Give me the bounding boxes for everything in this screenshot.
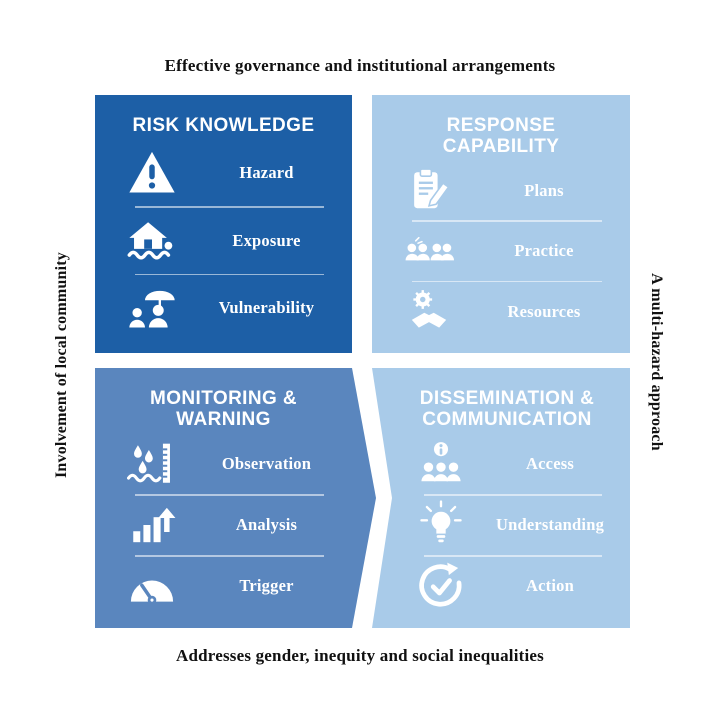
quadrant-items: Access Understanding Action bbox=[398, 435, 616, 616]
list-item: Trigger bbox=[109, 557, 338, 616]
bar-chart-arrow-icon bbox=[109, 500, 195, 550]
quadrant-title: DISSEMINATION & COMMUNICATION bbox=[419, 388, 595, 431]
quadrant-items: Hazard Exposure Vulnerability bbox=[109, 140, 338, 341]
divider bbox=[135, 555, 324, 557]
people-umbrella-icon bbox=[109, 283, 195, 333]
clipboard-pen-icon bbox=[386, 166, 472, 216]
flooded-house-icon bbox=[109, 216, 195, 266]
item-label: Hazard bbox=[239, 163, 294, 183]
divider bbox=[412, 280, 602, 283]
quadrant-risk-knowledge: RISK KNOWLEDGE Hazard Exposure Vuln bbox=[95, 95, 352, 353]
list-item: Access bbox=[398, 435, 616, 494]
item-label: Trigger bbox=[239, 576, 294, 596]
warning-triangle-icon bbox=[109, 148, 195, 198]
list-item: Understanding bbox=[398, 496, 616, 555]
item-label: Access bbox=[526, 454, 574, 474]
list-item: Vulnerability bbox=[109, 275, 338, 341]
item-label: Resources bbox=[507, 301, 581, 321]
divider bbox=[135, 206, 324, 208]
divider bbox=[135, 494, 324, 496]
top-axis-label: Effective governance and institutional a… bbox=[164, 56, 556, 75]
divider bbox=[135, 273, 324, 276]
item-label: Understanding bbox=[495, 515, 605, 535]
list-item: Analysis bbox=[109, 496, 338, 555]
divider bbox=[412, 220, 602, 222]
list-item: Action bbox=[398, 557, 616, 616]
quadrant-response-capability: RESPONSE CAPABILITY Plans Practice bbox=[372, 95, 630, 353]
quadrant-dissemination-communication: DISSEMINATION & COMMUNICATION Access Und… bbox=[372, 368, 630, 628]
water-level-icon bbox=[109, 439, 195, 489]
list-item: Plans bbox=[386, 162, 616, 221]
circular-arrow-check-icon bbox=[398, 561, 484, 611]
list-item: Observation bbox=[109, 435, 338, 494]
list-item: Exposure bbox=[109, 208, 338, 274]
gear-handshake-icon bbox=[386, 287, 472, 337]
item-label: Plans bbox=[524, 180, 564, 200]
left-axis-label: Involvement of local community bbox=[53, 252, 70, 478]
quadrant-monitoring-warning: MONITORING & WARNING Observation Analysi… bbox=[95, 368, 376, 628]
quadrant-items: Observation Analysis Trigger bbox=[109, 435, 338, 616]
people-group-icon bbox=[386, 226, 472, 276]
list-item: Practice bbox=[386, 222, 616, 281]
list-item: Hazard bbox=[109, 140, 338, 206]
quadrant-title: RESPONSE CAPABILITY bbox=[442, 115, 560, 158]
lightbulb-icon bbox=[398, 500, 484, 550]
right-axis-label: A multi-hazard approach bbox=[648, 273, 665, 451]
quadrant-title: MONITORING & WARNING bbox=[150, 388, 297, 431]
divider bbox=[424, 555, 602, 557]
item-label: Analysis bbox=[235, 515, 298, 535]
item-label: Practice bbox=[514, 241, 574, 261]
gauge-icon bbox=[109, 561, 195, 611]
bottom-axis-label: Addresses gender, inequity and social in… bbox=[175, 646, 544, 665]
item-label: Exposure bbox=[232, 230, 301, 250]
item-label: Observation bbox=[221, 454, 312, 474]
item-label: Action bbox=[526, 576, 574, 596]
divider bbox=[424, 494, 602, 496]
list-item: Resources bbox=[386, 282, 616, 341]
quadrant-items: Plans Practice Resources bbox=[386, 162, 616, 341]
info-people-icon bbox=[398, 439, 484, 489]
item-label: Vulnerability bbox=[218, 298, 315, 318]
quadrant-title: RISK KNOWLEDGE bbox=[132, 115, 315, 136]
